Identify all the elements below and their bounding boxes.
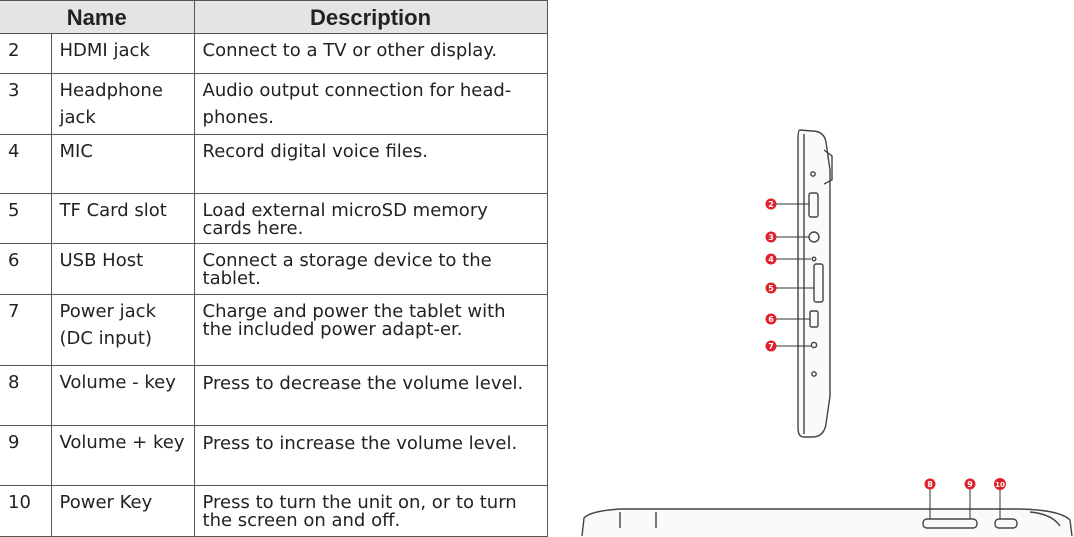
callout-10: 10: [994, 478, 1006, 490]
row-number: 2: [0, 33, 52, 74]
table-row: 6 USB Host Connect a storage device to t…: [0, 243, 548, 295]
svg-text:7: 7: [768, 342, 774, 351]
svg-text:5: 5: [768, 284, 774, 293]
row-name: HDMI jack: [50, 33, 195, 74]
svg-text:6: 6: [768, 315, 774, 324]
row-name: Volume - key: [50, 365, 195, 426]
callout-8: 8: [924, 478, 936, 490]
svg-text:9: 9: [967, 480, 973, 489]
row-description: Press to decrease the volume level.: [193, 365, 548, 426]
callout-6: 6: [765, 313, 777, 325]
svg-text:10: 10: [995, 481, 1005, 489]
table-row: 2 HDMI jack Connect to a TV or other dis…: [0, 33, 548, 74]
row-description: Press to increase the volume level.: [193, 425, 548, 486]
svg-text:2: 2: [768, 200, 774, 209]
callout-2: 2: [765, 198, 777, 210]
callout-3: 3: [765, 231, 777, 243]
row-description: Charge and power the tablet with the inc…: [193, 294, 548, 366]
row-number: 4: [0, 134, 52, 194]
row-description: Record digital voice files.: [193, 134, 548, 194]
side-callouts: 2 3 4 5 6 7: [765, 198, 777, 352]
description-column-header: Description: [193, 0, 548, 34]
name-column-header: Name: [0, 0, 195, 34]
table-row: 3 Headphone jack Audio output connection…: [0, 73, 548, 135]
svg-text:3: 3: [768, 233, 774, 242]
port-description-table: Name Description 2 HDMI jack Connect to …: [0, 0, 548, 537]
tablet-top-view: [581, 508, 1073, 536]
top-leader-lines: [929, 489, 1001, 519]
svg-text:4: 4: [768, 255, 774, 264]
row-number: 6: [0, 243, 52, 295]
top-callouts: 8 9 10: [924, 478, 1006, 490]
callout-9: 9: [964, 478, 976, 490]
side-leader-lines: [776, 203, 814, 347]
row-name: Power jack (DC input): [50, 294, 195, 366]
row-description: Connect to a TV or other display.: [193, 33, 548, 74]
table-row: 9 Volume + key Press to increase the vol…: [0, 425, 548, 486]
row-description: Connect a storage device to the tablet.: [193, 243, 548, 295]
tablet-side-view: [797, 129, 833, 438]
row-name: TF Card slot: [50, 193, 195, 244]
row-number: 5: [0, 193, 52, 244]
row-number: 3: [0, 73, 52, 135]
table-header-row: Name Description: [0, 0, 548, 34]
row-name: Volume + key: [50, 425, 195, 486]
row-name: Power Key: [50, 485, 195, 537]
table-row: 5 TF Card slot Load external microSD mem…: [0, 193, 548, 244]
table-row: 10 Power Key Press to turn the unit on, …: [0, 485, 548, 537]
tablet-diagram: 2 3 4 5 6 7 8 9 10: [581, 129, 1073, 536]
row-number: 8: [0, 365, 52, 426]
row-description: Press to turn the unit on, or to turn th…: [193, 485, 548, 537]
row-name: Headphone jack: [50, 73, 195, 135]
callout-7: 7: [765, 340, 777, 352]
row-number: 9: [0, 425, 52, 486]
callout-4: 4: [765, 253, 777, 265]
row-number: 7: [0, 294, 52, 366]
callout-5: 5: [765, 282, 777, 294]
table-row: 8 Volume - key Press to decrease the vol…: [0, 365, 548, 426]
row-name: MIC: [50, 134, 195, 194]
svg-text:8: 8: [927, 480, 933, 489]
table-row: 7 Power jack (DC input) Charge and power…: [0, 294, 548, 366]
row-description: Audio output connection for head-phones.: [193, 73, 548, 135]
row-name: USB Host: [50, 243, 195, 295]
row-number: 10: [0, 485, 52, 537]
row-description: Load external microSD memory cards here.: [193, 193, 548, 244]
table-row: 4 MIC Record digital voice files.: [0, 134, 548, 194]
